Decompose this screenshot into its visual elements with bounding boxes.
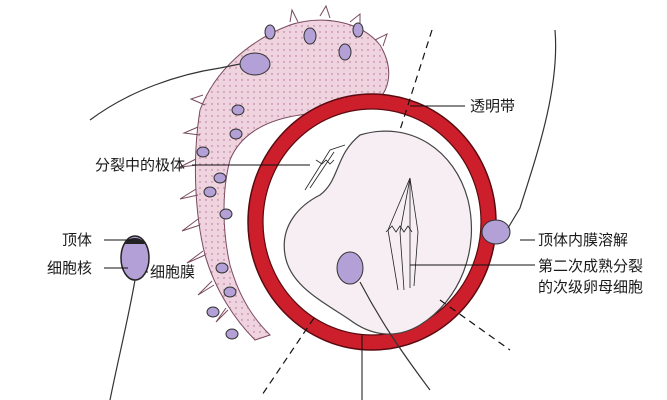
label-acrosome: 顶体 [62,231,93,249]
fertilizing-sperm [336,251,431,391]
oocyte-cytoplasm [283,130,472,335]
polar-body-spindle [304,144,346,191]
sperm-right [481,29,557,245]
label-zona-pellucida: 透明带 [470,97,516,115]
leader-lines [104,105,535,400]
dashed-axes [261,29,511,396]
sperm-upper [89,52,271,121]
label-sperm-nucleus: 细胞核 [47,259,93,277]
label-cell-membrane: 细胞膜 [150,263,196,281]
label-secondary-oocyte-line2: 的次级卵母细胞 [538,278,644,296]
meiotic-spindle [385,177,419,291]
label-dividing-polar-body: 分裂中的极体 [95,156,186,174]
sperm-free-left [109,235,150,400]
label-acrosome-inner-membrane-dissolving: 顶体内膜溶解 [538,231,629,249]
label-secondary-oocyte-line1: 第二次成熟分裂 [538,257,644,275]
